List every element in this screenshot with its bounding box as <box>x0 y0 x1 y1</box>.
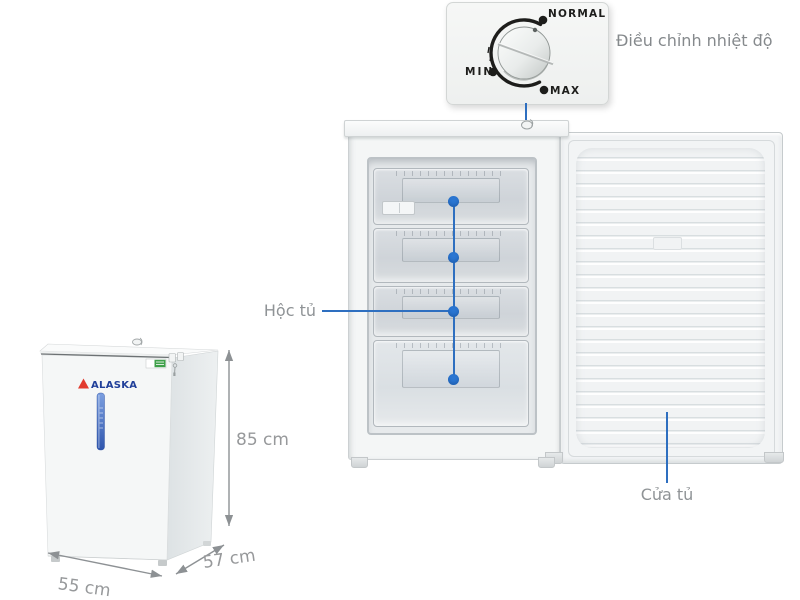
door-inner-frame <box>568 140 775 457</box>
closed-freezer-foot-back <box>203 541 211 546</box>
lid-gap-line <box>40 353 173 359</box>
door-label: Cửa tủ <box>640 485 694 504</box>
cabinet-foot-right <box>538 457 555 468</box>
closed-freezer-illustration: ALASKA <box>39 337 234 578</box>
brand-triangle-icon <box>78 378 89 389</box>
drawer-callout-dot-3 <box>448 306 459 317</box>
freezer-top-lid <box>344 120 569 137</box>
dial-mark-min: MIN <box>465 66 495 78</box>
freezer-lid-top <box>39 343 219 356</box>
dial-mark-normal: NORMAL <box>548 8 607 20</box>
dial-connector-line <box>525 103 527 121</box>
thermostat-top-knob-icon <box>521 119 534 130</box>
energy-label-icon <box>145 358 167 369</box>
dial-caption: Điều chỉnh nhiệt độ <box>616 31 773 50</box>
temperature-knob-icon <box>487 15 554 95</box>
drawer-callout-line-vertical <box>453 201 455 381</box>
drawer-callout-line-horizontal <box>322 310 453 312</box>
depth-dimension-arrow <box>175 544 225 575</box>
handle-strip <box>96 392 105 451</box>
width-dimension-arrow <box>47 551 163 578</box>
freezer-drawer-2 <box>373 228 529 283</box>
door-callout-line <box>666 412 668 483</box>
brand-logo: ALASKA <box>78 378 137 391</box>
freezer-door <box>560 132 783 464</box>
drawer-callout-dot-4 <box>448 374 459 385</box>
height-dimension-label: 85 cm <box>236 430 289 450</box>
closed-freezer-foot-left <box>51 556 60 562</box>
dial-mark-max: MAX <box>550 85 581 97</box>
temperature-dial-panel: NORMAL MIN MAX <box>446 2 609 105</box>
freezer-side-face <box>166 350 219 561</box>
drawers-label: Hộc tủ <box>263 301 316 320</box>
ice-tray-icon <box>382 201 415 215</box>
door-emboss-badge <box>653 237 682 250</box>
drawer-callout-dot-2 <box>448 252 459 263</box>
lid-knob-icon <box>132 337 143 346</box>
door-foot-right <box>764 452 784 463</box>
cabinet-foot-left <box>351 457 368 468</box>
lock-keys-icon <box>168 352 184 376</box>
brand-logo-text: ALASKA <box>91 380 137 391</box>
closed-freezer-foot-right <box>158 560 167 566</box>
door-inner-panel <box>576 148 765 448</box>
drawer-callout-dot-1 <box>448 196 459 207</box>
